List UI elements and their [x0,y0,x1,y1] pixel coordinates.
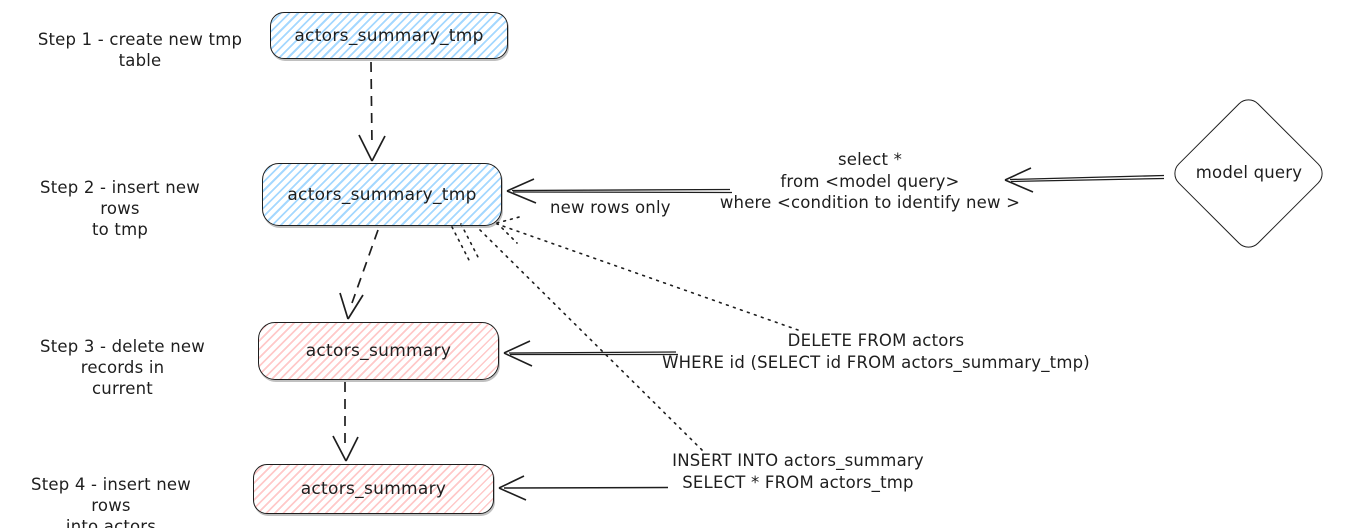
arrowhead-modelquery-to-select [1004,167,1034,193]
select-sql-line2: from <model query> [780,171,960,191]
arrow-insert-to-summary [503,486,669,489]
node-actors-summary-step4: actors_summary [253,464,494,514]
arrow-step1-to-step2 [370,61,373,147]
node-label: actors_summary [305,341,452,361]
arrowhead-step2-to-step3 [339,292,364,320]
arrowhead-insert-to-summary [498,475,527,501]
arrowhead-delete-to-summary [503,340,533,367]
arrow-modelquery-to-select [1009,174,1165,183]
step2-label-line1: Step 2 - insert new rows [40,178,200,218]
insert-sql-line2: SELECT * FROM actors_tmp [682,472,914,492]
dotted-ref-insert-to-tmp [477,227,703,451]
step3-label-line2: current [92,379,153,398]
step4-label: Step 4 - insert new rows into actors [12,474,210,528]
node-label: actors_summary_tmp [287,184,477,205]
select-sql-line3: where <condition to identify new > [719,193,1021,212]
dotted-ref-delete-arrowhead [496,215,524,244]
model-query-label: model query [1195,163,1303,182]
new-rows-only-label: new rows only [550,198,671,217]
arrowhead-step3-to-step4 [332,435,359,462]
dotted-ref-insert-arrowhead [451,223,480,263]
node-actors-summary-tmp-step1: actors_summary_tmp [270,12,508,59]
node-actors-summary-step3: actors_summary [258,322,499,380]
delete-sql-line2: WHERE id (SELECT id FROM actors_summary_… [662,352,1090,372]
node-actors-summary-tmp-step2: actors_summary_tmp [262,163,502,226]
arrow-step2-to-step3 [351,229,379,304]
delete-sql-line1: DELETE FROM actors [787,331,965,350]
node-label: actors_summary_tmp [294,25,484,46]
step1-label: Step 1 - create new tmp table [15,29,265,71]
step3-label: Step 3 - delete new records in current [15,336,230,399]
step3-label-line1: Step 3 - delete new records in [40,337,205,377]
arrowhead-step1-to-step2 [358,134,386,162]
step2-label: Step 2 - insert new rows to tmp [20,177,220,240]
arrowhead-select-to-tmp [506,178,537,204]
select-sql-annotation: select * from <model query> where <condi… [715,149,1025,214]
step4-label-line1: Step 4 - insert new rows [31,475,191,515]
select-sql-line1: select * [837,150,903,169]
step1-label-line1: Step 1 - create new tmp table [37,30,243,70]
dotted-ref-delete-to-tmp [496,223,799,331]
step4-label-line2: into actors [65,517,157,528]
arrow-delete-to-summary [508,351,678,356]
step2-label-line2: to tmp [91,220,149,239]
insert-sql-line1: INSERT INTO actors_summary [672,451,924,470]
arrow-select-to-tmp [511,188,733,194]
delete-sql-annotation: DELETE FROM actors WHERE id (SELECT id F… [656,330,1096,373]
node-label: actors_summary [300,479,447,499]
insert-sql-annotation: INSERT INTO actors_summary SELECT * FROM… [653,450,943,493]
